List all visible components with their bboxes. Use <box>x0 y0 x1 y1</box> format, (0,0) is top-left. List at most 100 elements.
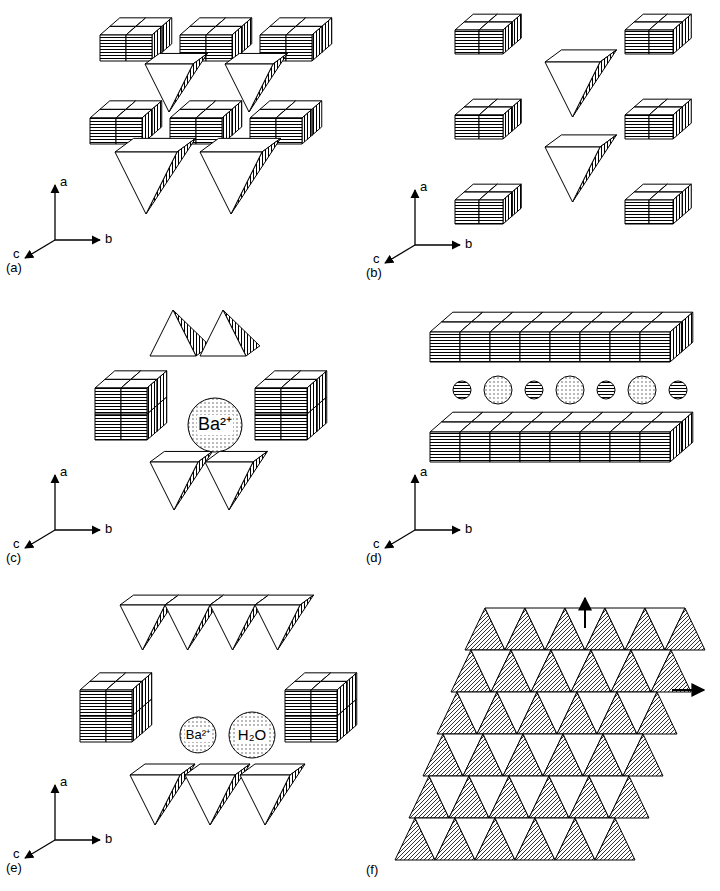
polyhedron-face <box>152 101 162 136</box>
cation-sphere <box>525 381 543 399</box>
axis-arrow <box>55 529 100 530</box>
polyhedron-face <box>479 115 503 139</box>
polyhedron-face <box>665 608 705 650</box>
polyhedron-face <box>115 152 177 214</box>
axis-arrow <box>414 190 415 245</box>
ion-circle <box>188 398 242 452</box>
polyhedron-face <box>430 432 460 462</box>
polyhedron-face <box>503 192 512 224</box>
ion-circle <box>229 712 275 758</box>
polyhedron-face <box>512 14 521 46</box>
polyhedron-face <box>682 14 691 46</box>
polyhedron-face <box>311 690 337 716</box>
polyhedron-face <box>317 371 327 406</box>
axis-label: b <box>465 521 472 536</box>
panel-label: (a) <box>6 260 22 275</box>
axis-label: b <box>105 831 112 846</box>
polyhedron-face <box>307 379 317 414</box>
polyhedron-face <box>455 200 479 224</box>
polyhedron-face <box>610 332 640 362</box>
polyhedron-face <box>430 332 460 362</box>
ion-label: Ba²⁺ <box>185 728 211 742</box>
polyhedron-face <box>625 115 649 139</box>
polyhedron-face <box>623 734 663 776</box>
axis-label: c <box>373 536 380 551</box>
ion-circle <box>180 717 216 753</box>
polyhedron-face <box>649 30 673 54</box>
polyhedron-face <box>637 692 677 734</box>
axis-label: c <box>373 251 380 266</box>
polyhedron-face <box>670 322 681 362</box>
polyhedron-face <box>490 332 520 362</box>
polyhedron-face <box>206 35 232 61</box>
axis-arrow <box>25 240 55 258</box>
polyhedron-face <box>512 184 521 216</box>
polyhedron-face <box>312 26 322 61</box>
polyhedron-face <box>150 310 196 356</box>
polyhedron-face <box>580 332 610 362</box>
polyhedron-face <box>142 673 152 708</box>
axis-label: c <box>13 246 20 261</box>
polyhedron-face <box>285 690 311 716</box>
polyhedron-face <box>479 30 503 54</box>
cation-sphere <box>453 381 471 399</box>
polyhedron-face <box>682 99 691 131</box>
polyhedron-face <box>479 200 503 224</box>
panel-label: (f) <box>366 862 378 877</box>
polyhedron-face <box>625 200 649 224</box>
polyhedron-face <box>610 432 640 462</box>
polyhedron-face <box>550 332 580 362</box>
axis-arrow <box>415 529 460 530</box>
polyhedron-face <box>550 432 580 462</box>
polyhedron-face <box>286 35 312 61</box>
axis-label: a <box>60 174 67 189</box>
polyhedron-face <box>162 18 172 53</box>
polyhedron-face <box>132 681 142 716</box>
polyhedron-face <box>185 775 235 825</box>
panel-label: (b) <box>366 265 382 280</box>
polyhedron-face <box>503 107 512 139</box>
polyhedron-face <box>545 62 600 117</box>
polyhedron-face <box>240 775 290 825</box>
panel-label: (e) <box>6 860 22 875</box>
polyhedron-face <box>210 605 255 650</box>
polyhedron-face <box>673 107 682 139</box>
polyhedron-face <box>255 605 300 650</box>
polyhedron-face <box>281 388 307 414</box>
polyhedron-face <box>232 101 242 136</box>
panel-label: (c) <box>6 550 21 565</box>
polyhedron-face <box>609 776 649 818</box>
axis-label: b <box>465 236 472 251</box>
ion-label: H₂O <box>237 727 267 744</box>
polyhedron-face <box>681 312 692 352</box>
polyhedron-face <box>121 388 147 414</box>
polyhedron-face <box>281 414 307 440</box>
cation-sphere <box>484 376 512 404</box>
polyhedron-face <box>126 35 152 61</box>
polyhedron-face <box>460 432 490 462</box>
axis-label: c <box>13 846 20 861</box>
axis-label: a <box>60 774 67 789</box>
polyhedron-face <box>130 775 180 825</box>
polyhedron-face <box>121 414 147 440</box>
polyhedron-face <box>120 605 165 650</box>
polyhedron-face <box>255 414 281 440</box>
polyhedron-face <box>640 332 670 362</box>
polyhedron-face <box>285 716 311 742</box>
polyhedron-face <box>545 147 600 202</box>
axis-label: a <box>420 464 427 479</box>
direction-arrow <box>672 689 704 691</box>
cation-sphere <box>669 381 687 399</box>
polyhedron-face <box>157 371 167 406</box>
polyhedron-face <box>503 22 512 54</box>
polyhedron-face <box>100 35 126 61</box>
polyhedron-face <box>106 716 132 742</box>
polyhedron-face <box>95 388 121 414</box>
polyhedron-face <box>455 115 479 139</box>
polyhedron-face <box>337 681 347 716</box>
polyhedron-face <box>106 690 132 716</box>
polyhedron-face <box>205 462 253 510</box>
polyhedron-face <box>95 414 121 440</box>
ion-sphere: H₂O <box>228 711 276 759</box>
